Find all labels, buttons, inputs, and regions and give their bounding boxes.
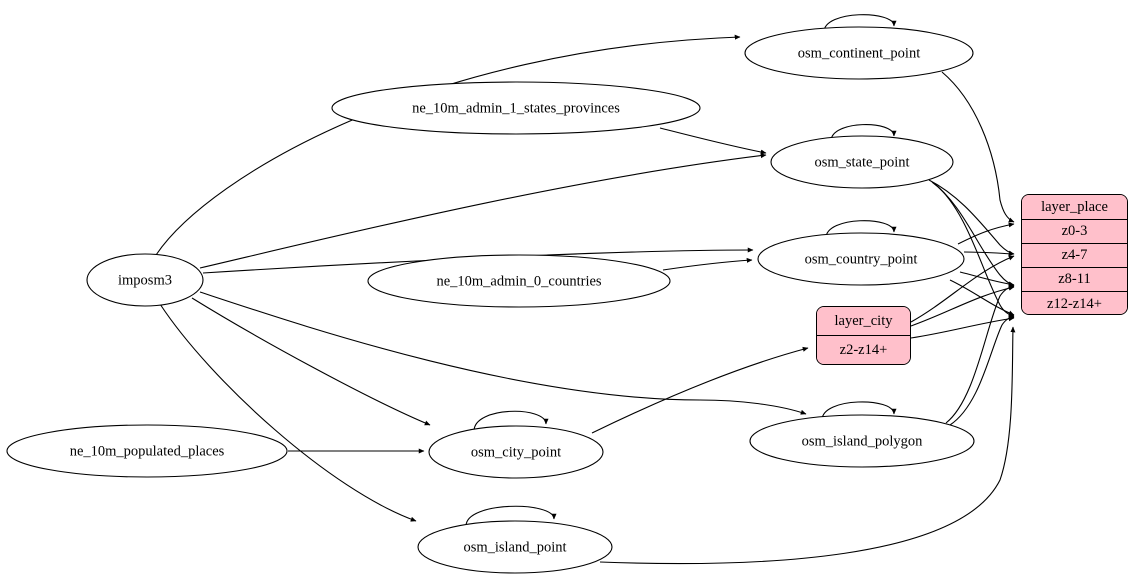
node-ne_10m_admin_1_states_provinces[interactable]: ne_10m_admin_1_states_provinces bbox=[331, 81, 701, 135]
edge-imposm3-osm_continent_point bbox=[155, 34, 741, 256]
edge-imposm3-osm_island_point bbox=[159, 303, 417, 522]
edge-osm_island_polygon-layer_place_z8_11 bbox=[945, 284, 1015, 424]
edge-layer_city-layer_place_z4_7 bbox=[910, 255, 1015, 323]
node-label-imposm3: imposm3 bbox=[118, 272, 172, 288]
node-label-osm_city_point: osm_city_point bbox=[471, 444, 561, 460]
node-osm_country_point[interactable]: osm_country_point bbox=[757, 232, 965, 286]
node-osm_city_point[interactable]: osm_city_point bbox=[428, 425, 604, 479]
selfloop-osm_continent_point bbox=[823, 14, 897, 33]
node-label-osm_country_point: osm_country_point bbox=[805, 251, 918, 267]
edges-layer bbox=[155, 14, 1016, 565]
edge-layer_city-layer_place_z12_z14 bbox=[910, 316, 1015, 339]
node-osm_island_point[interactable]: osm_island_point bbox=[417, 520, 613, 574]
node-label-ne_10m_populated_places: ne_10m_populated_places bbox=[70, 443, 225, 459]
edge-osm_country_point-layer_place_z0_3 bbox=[957, 222, 1015, 245]
selfloop-osm_island_polygon bbox=[821, 401, 897, 421]
node-label-osm_state_point: osm_state_point bbox=[814, 154, 909, 170]
edge-layer_city-layer_place_z8_11 bbox=[910, 285, 1015, 327]
node-label-osm_island_point: osm_island_point bbox=[463, 539, 566, 555]
node-layer_place[interactable]: layer_place z0-3 z4-7 z8-11 z12-z14+ bbox=[1021, 194, 1128, 315]
layer_place-row-z0-3[interactable]: z0-3 bbox=[1022, 220, 1127, 244]
edge-imposm3-osm_island_polygon bbox=[199, 291, 807, 415]
selfloop-osm_country_point bbox=[825, 220, 897, 239]
nodes-layer: imposm3 ne_10m_admin_1_states_provinces … bbox=[6, 26, 975, 574]
node-imposm3[interactable]: imposm3 bbox=[86, 253, 204, 307]
node-osm_state_point[interactable]: osm_state_point bbox=[770, 135, 954, 189]
node-ne_10m_populated_places[interactable]: ne_10m_populated_places bbox=[6, 424, 288, 478]
edge-osm_country_point-layer_place_z8_11 bbox=[959, 271, 1015, 287]
node-label-ne_10m_admin_1_states_provinces: ne_10m_admin_1_states_provinces bbox=[412, 100, 620, 116]
layer_place-row-z4-7[interactable]: z4-7 bbox=[1022, 244, 1127, 268]
node-layer_city[interactable]: layer_city z2-z14+ bbox=[816, 306, 911, 365]
edge-osm_city_point-layer_city bbox=[591, 346, 809, 434]
node-label-osm_continent_point: osm_continent_point bbox=[798, 45, 920, 61]
node-ne_10m_admin_0_countries[interactable]: ne_10m_admin_0_countries bbox=[367, 254, 671, 308]
selfloop-osm_state_point bbox=[830, 124, 897, 142]
edge-imposm3-osm_city_point bbox=[191, 297, 431, 426]
edge-osm_island_point-layer_place_z12_z14 bbox=[599, 326, 1016, 565]
layer_place-header-cell: layer_place bbox=[1022, 195, 1127, 220]
layer_place-row-z8-11[interactable]: z8-11 bbox=[1022, 268, 1127, 292]
edge-osm_continent_point-layer_place_z0_3 bbox=[941, 71, 1015, 223]
node-osm_island_polygon[interactable]: osm_island_polygon bbox=[749, 414, 975, 468]
edge-osm_country_point-layer_place_z4_7 bbox=[963, 251, 1015, 257]
layer_city-header-cell: layer_city bbox=[817, 307, 910, 336]
node-label-osm_island_polygon: osm_island_polygon bbox=[802, 433, 924, 449]
layer_place-row-z12-z14[interactable]: z12-z14+ bbox=[1022, 292, 1127, 314]
edge-ne_states-osm_state_point bbox=[659, 127, 767, 155]
edge-osm_island_polygon-layer_place_z12_z14 bbox=[949, 314, 1015, 426]
node-osm_continent_point[interactable]: osm_continent_point bbox=[744, 26, 974, 80]
selfloop-osm_island_point bbox=[465, 505, 557, 527]
layer_city-row-z2-z14[interactable]: z2-z14+ bbox=[817, 336, 910, 364]
edge-osm_country_point-layer_place_z12_z14 bbox=[949, 279, 1015, 316]
selfloop-osm_city_point bbox=[473, 410, 549, 432]
edge-imposm3-osm_state_point bbox=[199, 153, 767, 269]
node-label-ne_10m_admin_0_countries: ne_10m_admin_0_countries bbox=[436, 273, 601, 289]
edge-ne_countries-osm_country_point bbox=[662, 257, 753, 271]
